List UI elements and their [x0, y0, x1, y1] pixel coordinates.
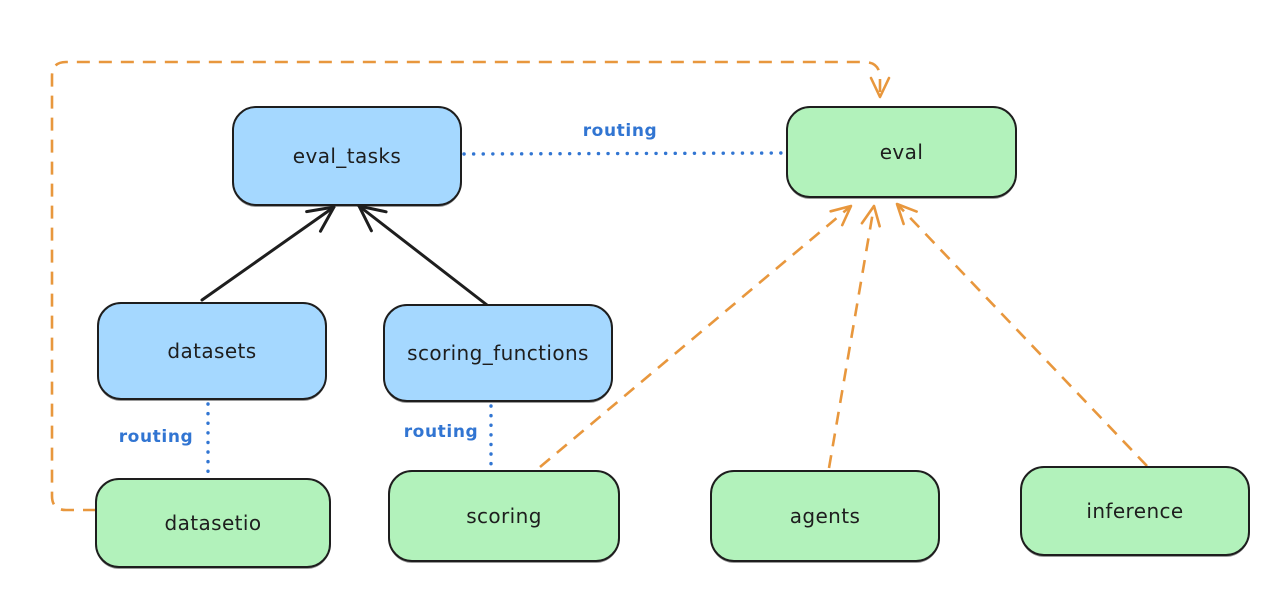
edge-agents-to-eval — [827, 204, 881, 469]
edge-label-routing-top: routing — [582, 121, 658, 141]
edge-eval_tasks-to-eval-routing — [462, 151, 786, 156]
node-datasetio[interactable]: datasetio — [95, 478, 331, 568]
edge-inference-to-eval — [895, 202, 1148, 467]
node-inference[interactable]: inference — [1020, 466, 1250, 556]
node-label-datasets: datasets — [167, 339, 257, 363]
node-label-scoring_functions: scoring_functions — [407, 341, 589, 365]
node-label-eval_tasks: eval_tasks — [292, 144, 402, 168]
edge-datasetio-to-eval — [50, 60, 891, 512]
node-agents[interactable]: agents — [710, 470, 940, 562]
edge-scoring_functions-to-eval_tasks — [357, 204, 489, 307]
node-label-agents: agents — [789, 504, 861, 528]
node-scoring_functions[interactable]: scoring_functions — [383, 304, 613, 402]
edge-label-routing-left: routing — [118, 427, 194, 447]
node-label-datasetio: datasetio — [164, 511, 262, 535]
node-scoring[interactable]: scoring — [388, 470, 620, 562]
node-label-scoring: scoring — [466, 504, 542, 528]
edge-scoring-to-eval — [539, 204, 853, 468]
node-datasets[interactable]: datasets — [97, 302, 327, 400]
edge-datasets-to-eval_tasks — [200, 205, 336, 302]
node-label-inference: inference — [1086, 499, 1184, 523]
edge-label-routing-middle: routing — [403, 422, 479, 442]
node-label-eval: eval — [879, 140, 924, 164]
node-eval[interactable]: eval — [786, 106, 1017, 198]
node-eval_tasks[interactable]: eval_tasks — [232, 106, 462, 206]
